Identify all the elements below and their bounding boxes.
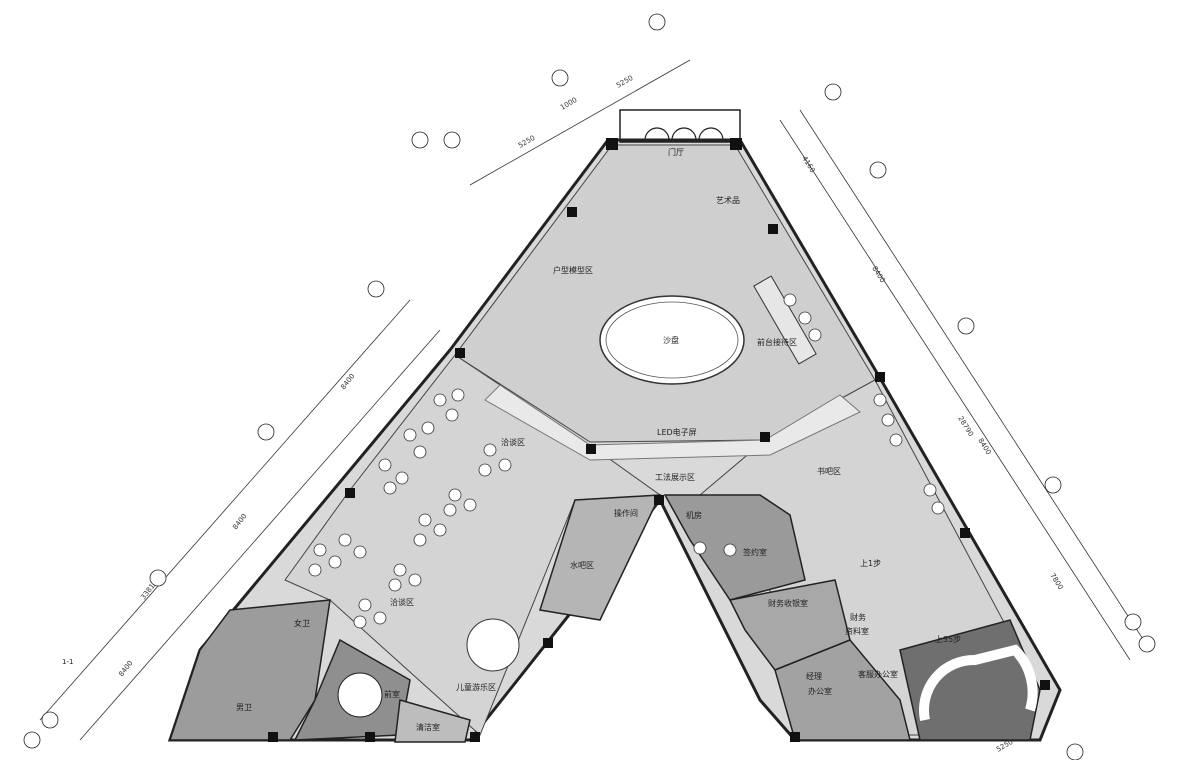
- label-cleaning-room: 清洁室: [416, 722, 440, 732]
- dim-text: 5250: [615, 74, 634, 90]
- entrance-doors: [644, 127, 724, 141]
- column: [790, 732, 800, 742]
- kids-table: [466, 618, 520, 672]
- label-men-wc: 男卫: [236, 703, 252, 712]
- dim-line: [39, 299, 411, 721]
- label-signing-room: 签约室: [743, 547, 767, 557]
- label-finance-file-b: 资料室: [845, 626, 869, 636]
- dim-text: 7800: [1048, 572, 1064, 591]
- label-manager-a: 经理: [806, 671, 822, 681]
- dim-text: 8400: [231, 512, 248, 531]
- column: [760, 432, 770, 442]
- axis-markers: [23, 13, 1156, 760]
- dim-line: [799, 109, 1151, 651]
- dim-text: 5250: [517, 134, 536, 150]
- column: [455, 348, 465, 358]
- column: [567, 207, 577, 217]
- label-manager-b: 办公室: [808, 686, 832, 696]
- office-block-3: [774, 639, 911, 741]
- sand-table-inner: [605, 301, 739, 379]
- dim-text: 4160: [800, 155, 816, 174]
- column: [268, 732, 278, 742]
- label-model-area: 户型模型区: [553, 265, 593, 275]
- dim-line: [779, 119, 1131, 661]
- label-reading-area: 书吧区: [817, 466, 841, 476]
- column: [1040, 680, 1050, 690]
- entrance-frame: [619, 109, 741, 143]
- dim-text: 28790: [956, 415, 975, 438]
- label-anteroom: 前室: [384, 689, 400, 699]
- label-finance-room: 财务收银室: [768, 598, 808, 608]
- column: [960, 528, 970, 538]
- label-sand-table: 沙盘: [663, 335, 679, 345]
- cleaning-block: [394, 699, 471, 743]
- wc-block: [168, 599, 331, 741]
- label-craft-display: 工法展示区: [655, 472, 695, 482]
- column: [470, 732, 480, 742]
- label-up-35-steps: 上35步: [935, 635, 961, 644]
- label-artwork: 艺术品: [716, 195, 740, 205]
- water-bar-block: [539, 494, 662, 621]
- dim-text: 8400: [870, 265, 886, 284]
- reception-desk: [753, 275, 817, 365]
- label-up-1-step: 上1步: [860, 559, 881, 568]
- label-reception: 前台接待区: [757, 337, 797, 347]
- label-water-bar: 水吧区: [570, 560, 594, 570]
- spiral-stair: [919, 644, 1038, 721]
- label-kids-area: 儿童游乐区: [456, 682, 496, 692]
- label-finance-file-a: 财务: [850, 612, 866, 622]
- column: [875, 372, 885, 382]
- dim-text: 8400: [976, 437, 992, 456]
- dim-text: 8400: [117, 659, 134, 678]
- column: [654, 495, 664, 505]
- column: [586, 444, 596, 454]
- label-operation-room: 操作间: [614, 508, 638, 518]
- section-mark: 1-1: [62, 658, 73, 666]
- dim-text: 8400: [339, 372, 356, 391]
- label-led-screen: LED电子屏: [657, 427, 697, 437]
- label-machine-room: 机房: [686, 510, 702, 520]
- dim-text: 1000: [559, 96, 578, 112]
- column: [730, 138, 742, 150]
- column: [606, 138, 618, 150]
- column: [365, 732, 375, 742]
- label-negotiation-lower: 洽谈区: [390, 597, 414, 607]
- column: [345, 488, 355, 498]
- dim-line: [79, 329, 441, 741]
- label-negotiation-upper: 洽谈区: [501, 437, 525, 447]
- label-sales-office: 客服办公室: [858, 669, 898, 679]
- label-women-wc: 女卫: [294, 618, 310, 628]
- column: [543, 638, 553, 648]
- dim-line: [469, 59, 691, 186]
- column: [768, 224, 778, 234]
- anteroom-feature: [337, 672, 383, 718]
- sand-table: [599, 295, 745, 385]
- label-lobby: 门厅: [668, 147, 684, 157]
